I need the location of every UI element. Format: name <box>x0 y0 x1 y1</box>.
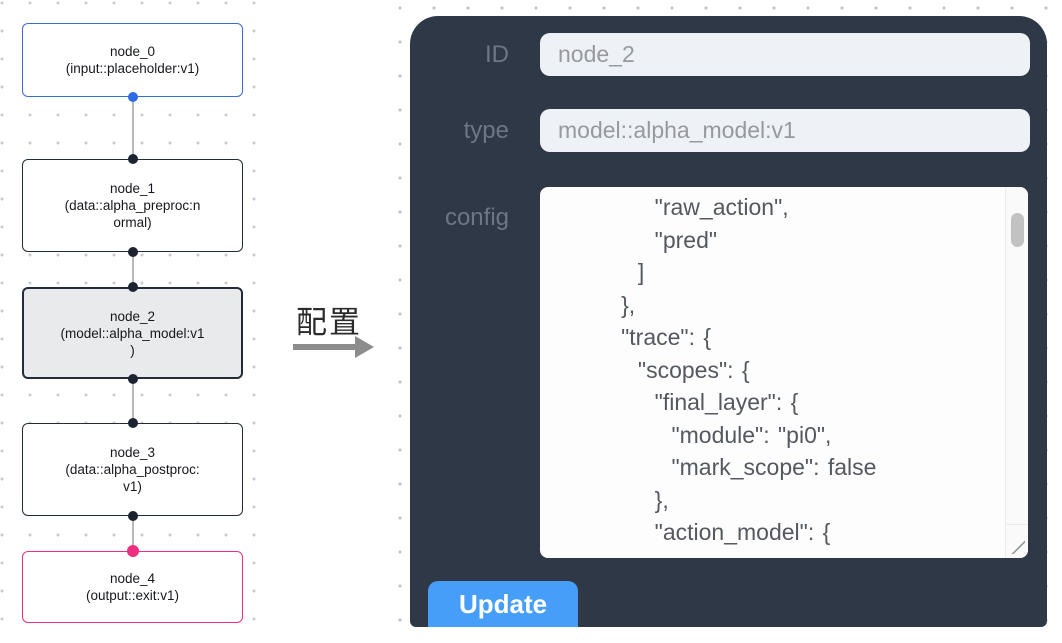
right-arrow-icon <box>293 344 355 350</box>
flow-node-node-4[interactable]: node_4 (output::exit:v1) <box>22 551 243 623</box>
config-textarea[interactable]: "raw_action", "pred" ] }, "trace": { "sc… <box>540 187 1028 558</box>
output-port-node-1[interactable] <box>128 247 138 257</box>
edge-node1-node2 <box>132 252 134 287</box>
input-port-node-4[interactable] <box>127 545 139 557</box>
flow-node-node-1[interactable]: node_1 (data::alpha_preproc:n ormal) <box>22 159 243 252</box>
input-port-node-3[interactable] <box>128 418 138 428</box>
output-port-node-2[interactable] <box>128 374 138 384</box>
config-scrollbar-thumb[interactable] <box>1011 213 1024 247</box>
id-field-label: ID <box>485 41 509 68</box>
update-button[interactable]: Update <box>428 581 578 627</box>
node-config-panel: ID type config "raw_action", "pred" ] },… <box>410 16 1047 627</box>
input-port-node-2[interactable] <box>128 282 138 292</box>
edge-node0-node1 <box>132 97 134 159</box>
config-scrollbar-track[interactable] <box>1005 187 1028 525</box>
type-input[interactable] <box>540 109 1030 152</box>
output-port-node-0[interactable] <box>128 92 138 102</box>
config-annotation-label: 配置 <box>296 305 362 340</box>
output-port-node-3[interactable] <box>128 511 138 521</box>
config-resize-corner <box>1005 524 1028 558</box>
flow-node-node-2-selected[interactable]: node_2 (model::alpha_model:v1 ) <box>22 287 243 379</box>
flow-node-node-0[interactable]: node_0 (input::placeholder:v1) <box>22 23 243 97</box>
resize-grip-icon[interactable] <box>1009 538 1025 554</box>
right-arrow-head-icon <box>355 336 374 358</box>
type-field-label: type <box>463 117 509 144</box>
id-input[interactable] <box>540 33 1030 76</box>
config-field-label: config <box>444 204 509 231</box>
edge-node3-node4 <box>132 516 134 551</box>
flow-canvas: node_0 (input::placeholder:v1) node_1 (d… <box>0 0 272 643</box>
flow-node-node-3[interactable]: node_3 (data::alpha_postproc: v1) <box>22 423 243 516</box>
edge-node2-node3 <box>132 379 134 423</box>
editor-background: ID type config "raw_action", "pred" ] },… <box>392 0 1062 643</box>
config-json-text[interactable]: "raw_action", "pred" ] }, "trace": { "sc… <box>621 194 877 545</box>
input-port-node-1[interactable] <box>128 154 138 164</box>
